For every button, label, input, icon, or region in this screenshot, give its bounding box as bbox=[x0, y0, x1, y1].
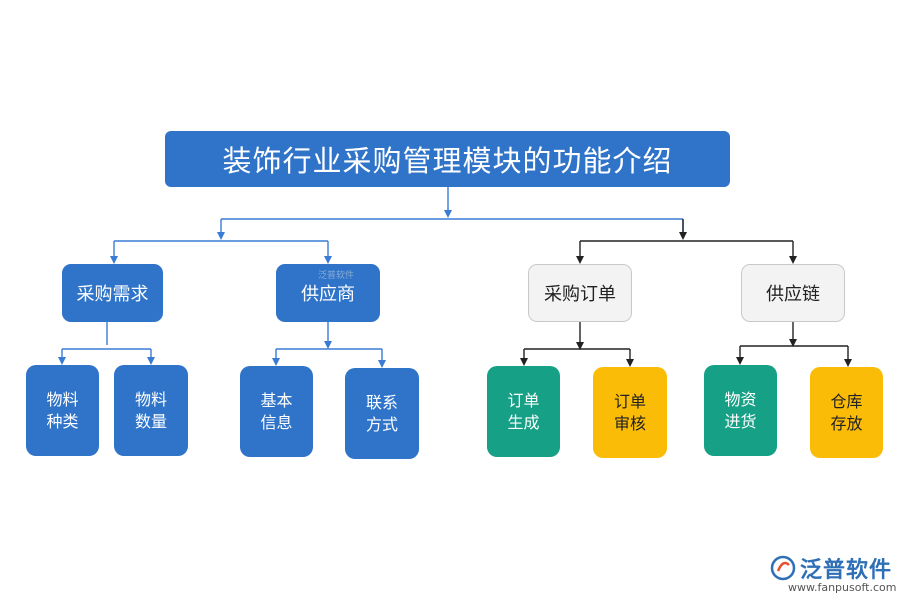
node-order-review: 订单 审核 bbox=[593, 367, 667, 458]
node-material-type: 物料 种类 bbox=[26, 365, 99, 456]
node-supplier: 供应商 bbox=[276, 264, 380, 322]
watermark-text: 泛普软件 bbox=[318, 271, 355, 281]
node-order-generate: 订单 生成 bbox=[487, 366, 560, 457]
node-supply-chain: 供应链 bbox=[741, 264, 845, 322]
node-contact-method: 联系 方式 bbox=[345, 368, 419, 459]
node-warehouse-storage: 仓库 存放 bbox=[810, 367, 883, 458]
node-basic-info: 基本 信息 bbox=[240, 366, 313, 457]
brand-logo-icon bbox=[770, 555, 796, 581]
node-purchase-demand: 采购需求 bbox=[62, 264, 163, 322]
node-purchase-order: 采购订单 bbox=[528, 264, 632, 322]
brand-name: 泛普软件 bbox=[800, 558, 893, 583]
node-goods-inbound: 物资 进货 bbox=[704, 365, 777, 456]
diagram-title: 装饰行业采购管理模块的功能介绍 bbox=[165, 131, 730, 187]
node-material-quantity: 物料 数量 bbox=[114, 365, 188, 456]
brand-logo: 泛普软件 bbox=[770, 552, 892, 584]
brand-url: www.fanpusoft.com bbox=[788, 581, 897, 594]
